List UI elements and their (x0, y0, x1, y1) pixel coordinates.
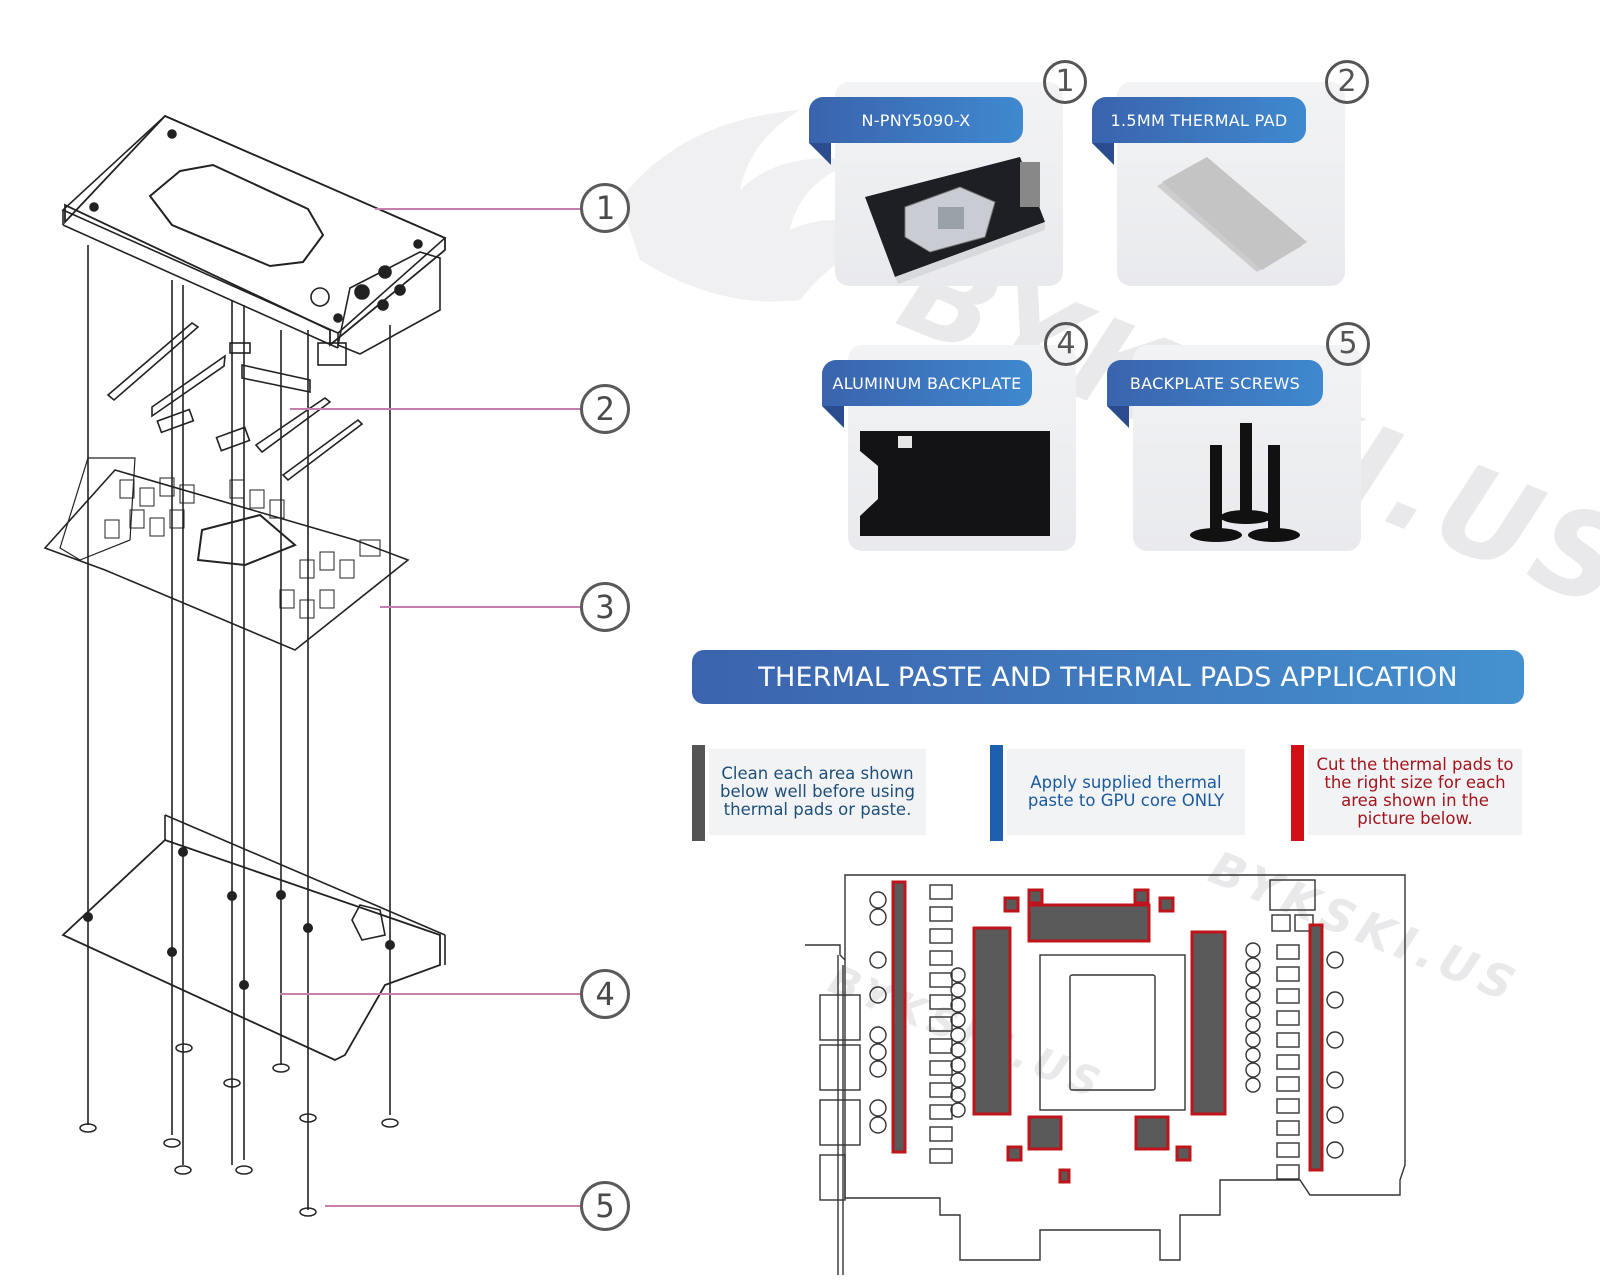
pad-top-vrm (1027, 903, 1151, 943)
pad-small-4 (1158, 896, 1175, 913)
ribbon-fold (822, 406, 844, 428)
part-label-text: N-PNY5090-X (861, 110, 971, 130)
application-title-banner: THERMAL PASTE AND THERMAL PADS APPLICATI… (692, 650, 1524, 704)
pcb-drawing (43, 457, 410, 651)
backplate-photo (860, 431, 1050, 536)
water-block-photo (865, 157, 1045, 284)
pad-small-7 (1175, 1145, 1192, 1162)
part-label-text: 1.5MM THERMAL PAD (1110, 110, 1288, 130)
left-capacitors (869, 891, 966, 1134)
pad-left-strip (891, 880, 907, 1154)
part-label-backplate: ALUMINUM BACKPLATE (822, 360, 1032, 406)
callout-line-4 (280, 993, 580, 995)
callout-number-2: 2 (580, 384, 630, 434)
pad-bottom-left (1027, 1115, 1063, 1151)
water-block-drawing (61, 114, 447, 366)
part-number-2: 2 (1325, 60, 1369, 104)
pad-small-2 (1027, 888, 1044, 905)
note-paste-text: Apply supplied thermal paste to GPU core… (1007, 749, 1245, 835)
screws-photo (1190, 423, 1300, 542)
pcb-outline (844, 874, 1406, 1261)
note-cut-text: Cut the thermal pads to the right size f… (1308, 749, 1522, 835)
exploded-view-diagram (43, 114, 447, 1217)
thermal-pad-photo (1157, 157, 1307, 272)
part-label-screws: BACKPLATE SCREWS (1107, 360, 1323, 406)
power-connector (1269, 879, 1316, 911)
callout-line-5 (325, 1205, 580, 1207)
gpu-core (1069, 974, 1156, 1091)
note-clean-text: Clean each area shown below well before … (709, 749, 926, 835)
application-title: THERMAL PASTE AND THERMAL PADS APPLICATI… (758, 661, 1458, 693)
part-number-4: 4 (1044, 322, 1088, 366)
note-bar-blue (990, 745, 1003, 841)
thermal-pads-drawing (106, 321, 364, 482)
callout-number-1: 1 (580, 183, 630, 233)
callout-line-3 (380, 606, 580, 608)
part-card-water-block (835, 82, 1063, 286)
ribbon-fold (809, 143, 831, 165)
part-label-thermal-pad: 1.5MM THERMAL PAD (1092, 97, 1306, 143)
part-label-water-block: N-PNY5090-X (809, 97, 1023, 143)
backplate-drawing (61, 814, 446, 1061)
part-number-1: 1 (1043, 60, 1087, 104)
pad-bottom-right (1134, 1115, 1170, 1151)
io-bracket (805, 944, 846, 1275)
ribbon-fold (1107, 406, 1129, 428)
part-label-text: ALUMINUM BACKPLATE (832, 373, 1022, 393)
note-bar-red (1291, 745, 1304, 841)
callout-line-1 (375, 208, 580, 210)
pad-small-5 (1006, 1145, 1023, 1162)
gpu-die-outline (1039, 954, 1186, 1111)
part-number-5: 5 (1326, 322, 1370, 366)
part-label-text: BACKPLATE SCREWS (1129, 373, 1301, 393)
left-inductors (929, 884, 953, 1164)
pad-small-6 (1058, 1168, 1071, 1184)
right-inductors (1276, 944, 1300, 1180)
pad-small-3 (1133, 888, 1150, 905)
pad-small-1 (1003, 896, 1020, 913)
callout-line-2 (290, 408, 580, 410)
pcb-pad-layout (805, 874, 1406, 1275)
callout-number-3: 3 (580, 582, 630, 632)
pad-right-strip (1308, 923, 1324, 1172)
right-capacitors (1245, 942, 1344, 1159)
screws-drawing (79, 847, 399, 1217)
callout-number-5: 5 (580, 1181, 630, 1231)
note-bar-gray (692, 745, 705, 841)
watermark-dragon-icon (620, 110, 900, 302)
callout-number-4: 4 (580, 969, 630, 1019)
pad-left-vrm (972, 926, 1012, 1116)
ribbon-fold (1092, 143, 1114, 165)
pad-right-vrm (1190, 930, 1227, 1116)
